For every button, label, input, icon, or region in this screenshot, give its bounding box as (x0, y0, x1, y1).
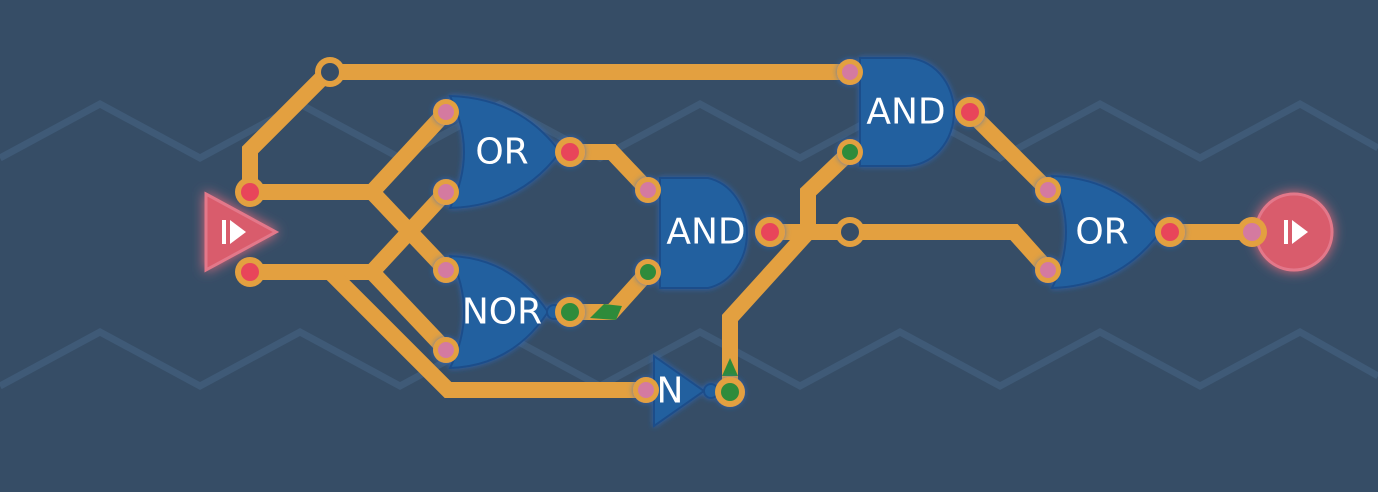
input-node[interactable] (204, 191, 280, 273)
play-icon (1284, 220, 1308, 244)
play-icon (222, 220, 246, 244)
gate-label: OR (475, 132, 528, 173)
gate-label: AND (666, 212, 745, 253)
and-gate-middle[interactable]: AND (635, 177, 785, 289)
or-gate-top[interactable]: OR (433, 94, 585, 210)
or-gate-final[interactable]: OR (1035, 174, 1185, 290)
not-gate[interactable]: N (633, 354, 745, 428)
signal-flow-marks (590, 304, 738, 376)
gate-label: N (657, 371, 684, 412)
background-zigzag (0, 100, 1378, 390)
output-node[interactable] (1237, 192, 1334, 272)
input-pins[interactable] (235, 177, 265, 287)
nor-gate[interactable]: NOR (433, 254, 585, 370)
gate-label: AND (866, 92, 945, 133)
gate-label: OR (1075, 212, 1128, 253)
and-gate-top[interactable]: AND (837, 57, 985, 167)
gate-label: NOR (462, 292, 542, 333)
junction-nodes (315, 57, 865, 247)
